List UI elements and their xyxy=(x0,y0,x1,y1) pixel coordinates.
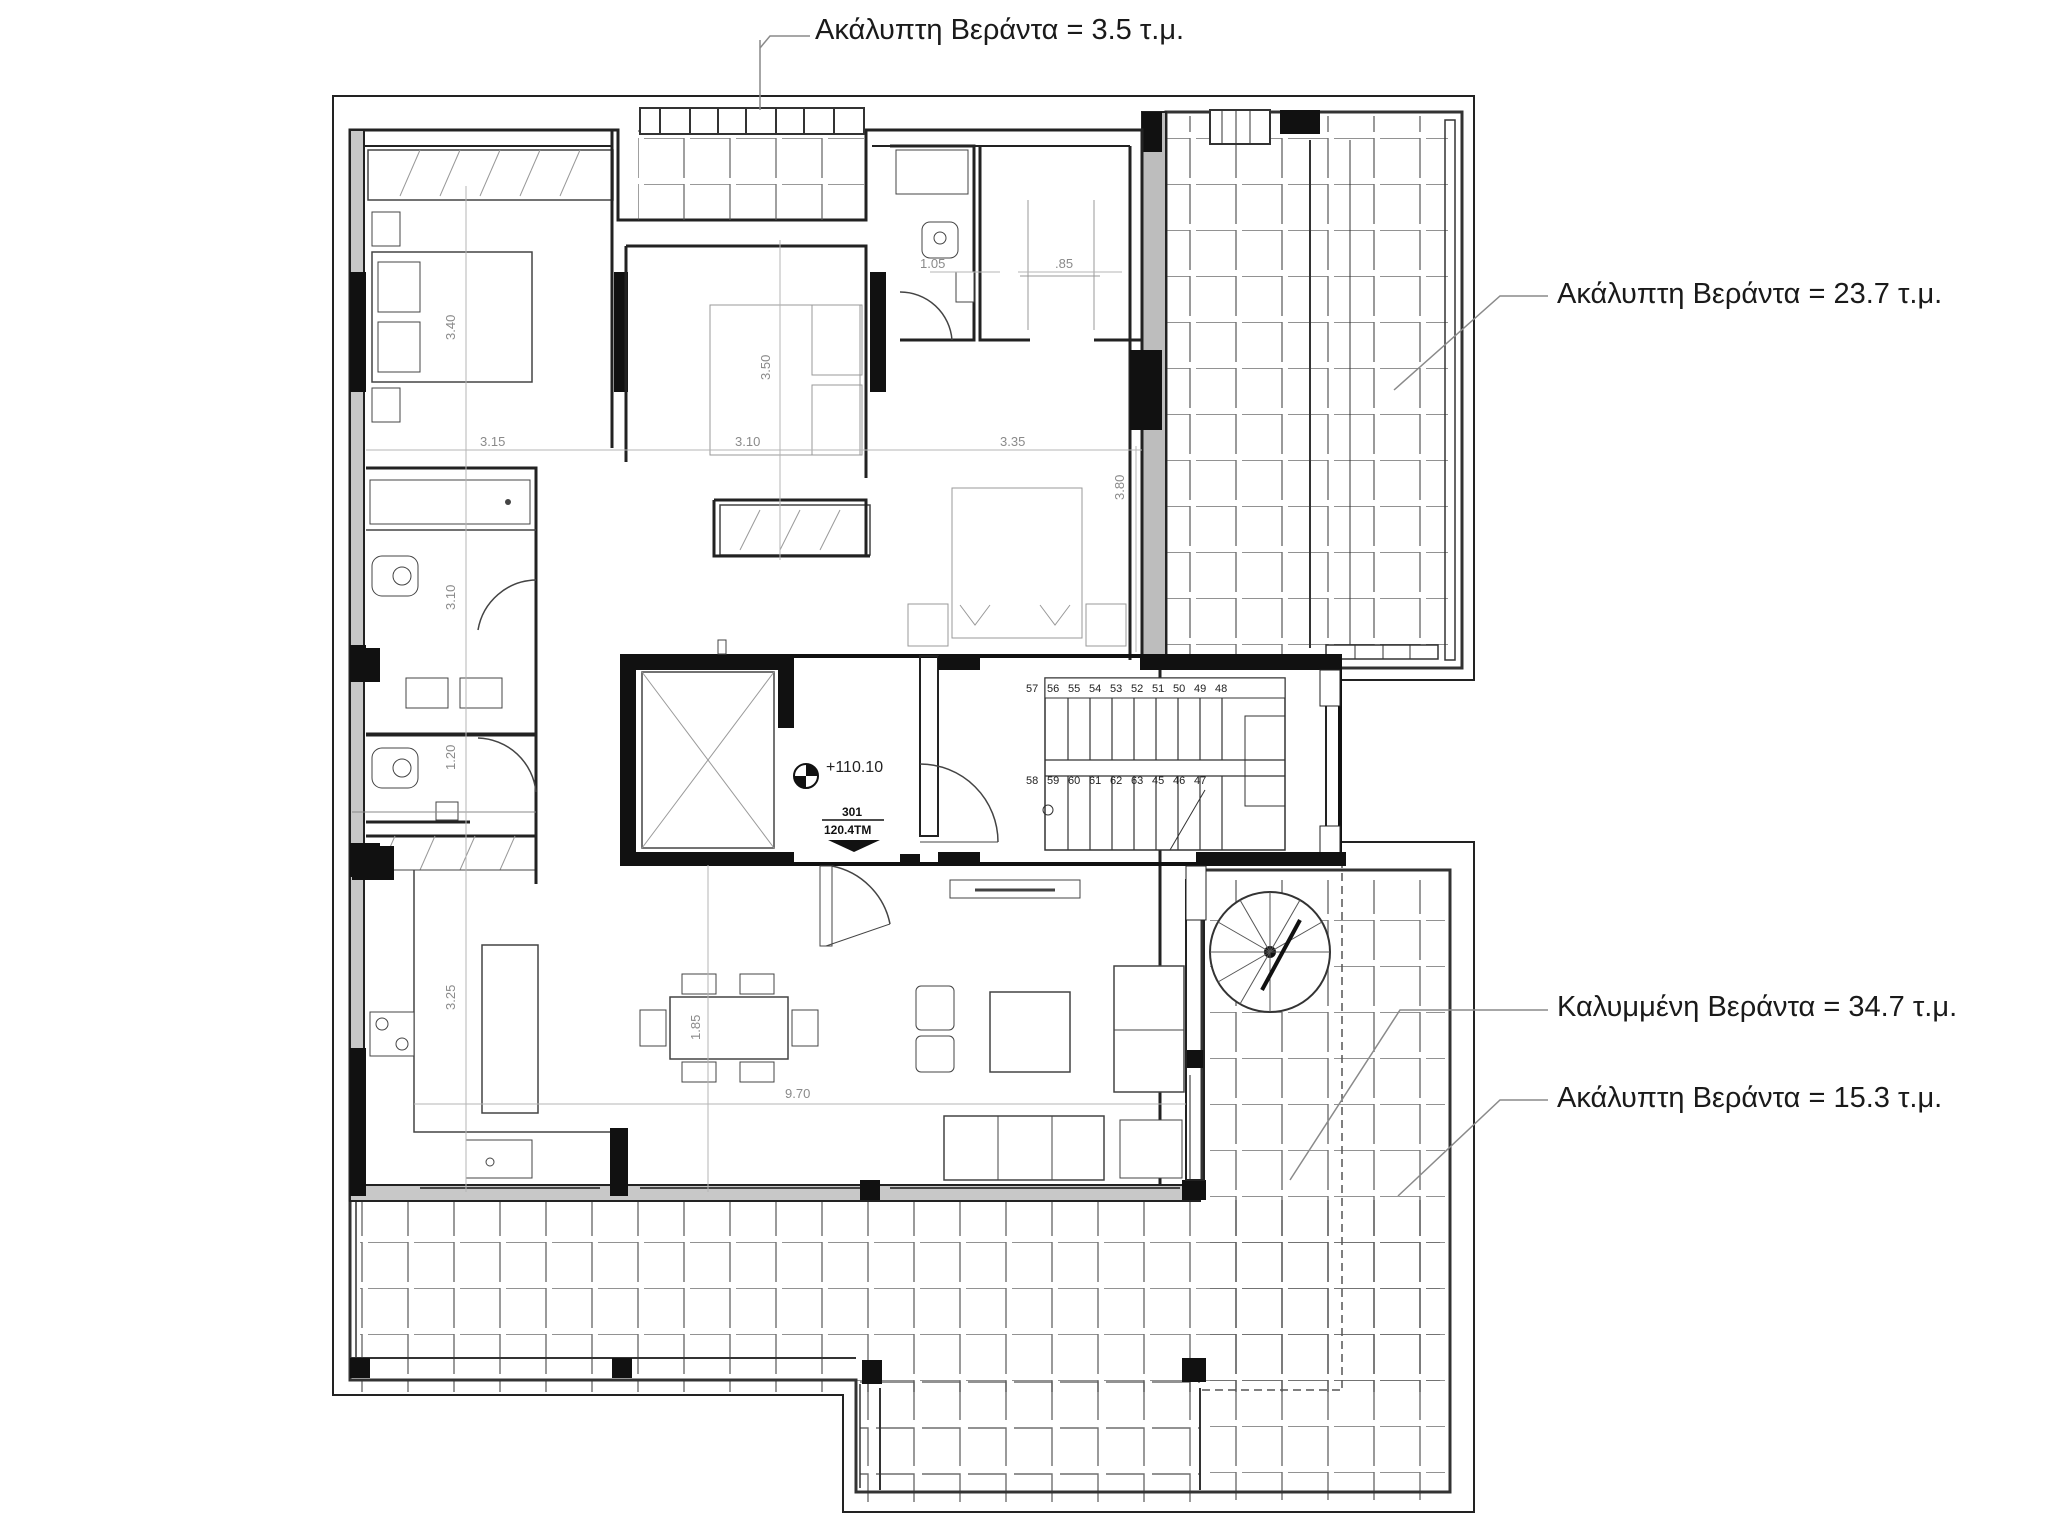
annotation-right-veranda: Ακάλυπτη Βεράντα = 23.7 τ.μ. xyxy=(1557,278,1943,310)
stair-step-number: 53 xyxy=(1110,683,1122,695)
bathroom xyxy=(350,466,538,737)
bedroom-1 xyxy=(367,130,628,448)
stair-step-number: 61 xyxy=(1089,775,1101,787)
bedroom-2 xyxy=(624,244,886,558)
balcony-top xyxy=(638,40,865,220)
stair-step-number: 45 xyxy=(1152,775,1164,787)
stair-step-number: 57 xyxy=(1026,683,1038,695)
living-area xyxy=(352,811,1207,1189)
dim-wc-w: 1.05 xyxy=(920,256,945,271)
stair-numbers: 57 56 55 54 53 52 51 50 49 48 58 59 60 61 62 63 45 46 47 xyxy=(1026,683,1227,787)
dim-bed1-w: 3.15 xyxy=(480,434,505,449)
dim-bed3-h: 3.80 xyxy=(1112,475,1127,500)
stair-step-number: 48 xyxy=(1215,683,1227,695)
stair-step-number: 54 xyxy=(1089,683,1101,695)
outer-boundary xyxy=(332,95,1475,1513)
dim-wc2-h: 1.20 xyxy=(443,745,458,770)
bedroom-3 xyxy=(907,146,1144,660)
unit-number: 301 xyxy=(842,805,862,819)
annotation-covered-veranda: Καλυμμένη Βεράντα = 34.7 τ.μ. xyxy=(1557,991,1958,1023)
terrace-bottom xyxy=(348,860,1452,1502)
dim-bed1-h: 3.40 xyxy=(443,315,458,340)
stair-step-number: 52 xyxy=(1131,683,1143,695)
unit-area: 120.4ΤΜ xyxy=(824,823,871,837)
stair-step-number: 55 xyxy=(1068,683,1080,695)
level-marker: +110.10 301 120.4ΤΜ xyxy=(793,759,884,852)
stair-step-number: 58 xyxy=(1026,775,1038,787)
stair-step-number: 50 xyxy=(1173,683,1185,695)
stair-step-number: 56 xyxy=(1047,683,1059,695)
dim-dining-h: 1.85 xyxy=(688,1015,703,1040)
wc-2 xyxy=(366,732,538,824)
stair-step-number: 62 xyxy=(1110,775,1122,787)
stair-step-number: 46 xyxy=(1173,775,1185,787)
terrace-right-top xyxy=(1141,109,1464,670)
dim-bath-h: 3.10 xyxy=(443,585,458,610)
stair-step-number: 59 xyxy=(1047,775,1059,787)
spiral-staircase xyxy=(1209,891,1331,1013)
central-core xyxy=(620,639,1346,947)
straight-staircase xyxy=(1042,677,1286,851)
annotation-top-veranda: Ακάλυπτη Βεράντα = 3.5 τ.μ. xyxy=(815,14,1185,46)
annotation-uncovered-veranda: Ακάλυπτη Βεράντα = 15.3 τ.μ. xyxy=(1557,1082,1943,1114)
elevation-label: +110.10 xyxy=(826,759,883,776)
wc-top xyxy=(890,144,976,342)
dim-living-h: 3.25 xyxy=(443,985,458,1010)
dim-bed2-h: 3.50 xyxy=(758,355,773,380)
dim-living-w: 9.70 xyxy=(785,1086,810,1101)
leader-lines xyxy=(759,35,1548,1197)
dimension-lines xyxy=(366,186,1186,1192)
dim-closet-w: .85 xyxy=(1055,256,1073,271)
stair-step-number: 63 xyxy=(1131,775,1143,787)
dimension-labels: 3.40 3.15 3.50 3.10 3.35 3.80 1.05 .85 3… xyxy=(443,256,1127,1101)
stair-step-number: 60 xyxy=(1068,775,1080,787)
dim-bed2-w: 3.10 xyxy=(735,434,760,449)
dim-bed3-w: 3.35 xyxy=(1000,434,1025,449)
stair-step-number: 49 xyxy=(1194,683,1206,695)
stair-step-number: 51 xyxy=(1152,683,1164,695)
stair-step-number: 47 xyxy=(1194,775,1206,787)
